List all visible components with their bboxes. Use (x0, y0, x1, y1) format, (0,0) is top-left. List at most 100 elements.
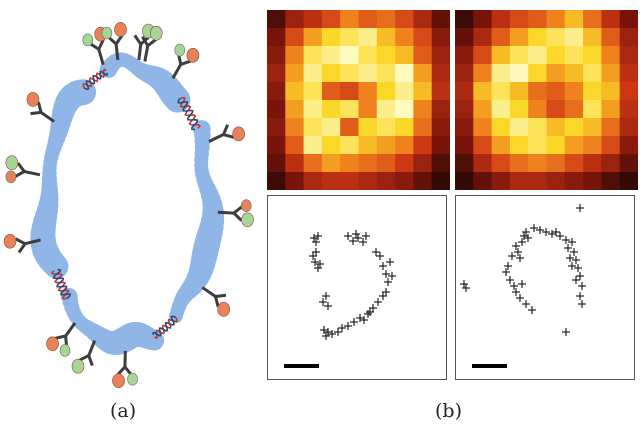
localization-marker (576, 272, 584, 280)
heatmap-pixel (619, 118, 638, 137)
heatmap-pixel (285, 172, 305, 190)
heatmap-pixel (395, 46, 414, 65)
localization-marker (562, 236, 570, 244)
heatmap-pixel (358, 82, 378, 101)
heatmap-right (455, 10, 638, 190)
heatmap-pixel (376, 136, 396, 155)
heatmap-pixel (455, 118, 474, 137)
heatmap-pixel (413, 46, 433, 65)
localization-marker (508, 252, 516, 260)
heatmap-pixel (376, 100, 396, 119)
fluorophore (46, 336, 59, 352)
heatmap-pixel (455, 46, 474, 65)
localization-marker (338, 324, 346, 332)
heatmap-pixel (491, 136, 511, 155)
heatmap-pixel (546, 136, 566, 155)
heatmap-pixel (564, 46, 584, 65)
fluorophore (26, 92, 40, 107)
heatmap-pixel (564, 64, 584, 83)
heatmap-pixel (473, 28, 493, 47)
heatmap-pixel (455, 154, 474, 173)
heatmap-pixel (619, 100, 638, 119)
heatmap-pixel (546, 118, 566, 137)
scatter-left-plot (284, 230, 396, 368)
heatmap-pixel (564, 10, 584, 29)
heatmap-pixel (509, 28, 529, 47)
fluorophore (241, 212, 254, 228)
heatmap-pixel (509, 10, 529, 29)
localization-marker (514, 248, 522, 256)
heatmap-pixel (491, 28, 511, 47)
heatmap-pixel (431, 172, 450, 190)
heatmap-pixel (473, 64, 493, 83)
antibody (3, 233, 41, 254)
localization-marker (379, 292, 387, 300)
localization-marker (312, 248, 320, 256)
localization-marker (316, 260, 324, 268)
localization-marker (520, 232, 528, 240)
heatmap-pixel (267, 100, 286, 119)
localization-marker (360, 316, 368, 324)
localization-marker (568, 238, 576, 246)
heatmap-pixel (455, 136, 474, 155)
antibody-ring-diagram (3, 22, 254, 389)
scatter-left (267, 195, 447, 380)
heatmap-pixel (413, 28, 433, 47)
localization-marker (512, 288, 520, 296)
heatmap-pixel (431, 100, 450, 119)
localization-marker (528, 306, 536, 314)
heatmap-pixel (619, 172, 638, 190)
heatmap-pixel (358, 46, 378, 65)
fluorophore (112, 373, 125, 389)
heatmap-pixel (395, 100, 414, 119)
localization-marker (372, 248, 380, 256)
heatmap-pixel (285, 136, 305, 155)
heatmap-pixel (376, 64, 396, 83)
heatmap-pixel (321, 136, 341, 155)
fluorophore (217, 302, 230, 317)
heatmap-pixel (376, 118, 396, 137)
heatmap-pixel (358, 154, 378, 173)
heatmap-pixel (546, 100, 566, 119)
heatmap-pixel (601, 100, 621, 119)
fluorophore (149, 25, 163, 41)
heatmap-pixel (303, 28, 323, 47)
heatmap-pixel (358, 118, 378, 137)
heatmap-pixel (358, 136, 378, 155)
heatmap-pixel (321, 118, 341, 137)
fluorophore (82, 33, 94, 47)
heatmap-pixel (564, 82, 584, 101)
heatmap-pixel (491, 46, 511, 65)
antibody (171, 43, 200, 80)
heatmap-pixel (431, 28, 450, 47)
localization-marker (502, 268, 510, 276)
heatmap-pixel (473, 136, 493, 155)
heatmap-pixel (619, 10, 638, 29)
heatmap-pixel (321, 64, 341, 83)
heatmap-pixel (455, 28, 474, 47)
heatmap-pixel (267, 136, 286, 155)
localization-marker (568, 262, 576, 270)
localization-marker (312, 238, 320, 246)
fluorophore (101, 26, 113, 40)
heatmap-pixel (321, 10, 341, 29)
localization-marker (344, 322, 352, 330)
heatmap-pixel (321, 28, 341, 47)
heatmap-pixel (431, 10, 450, 29)
heatmap-pixel (321, 154, 341, 173)
heatmap-pixel (285, 46, 305, 65)
heatmap-pixel (491, 118, 511, 137)
heatmap-pixel (509, 46, 529, 65)
heatmap-pixel (528, 118, 547, 137)
fluorophore (3, 233, 17, 249)
localization-marker (356, 314, 364, 322)
heatmap-pixel (528, 46, 547, 65)
heatmap-pixel (546, 64, 566, 83)
heatmap-pixel (395, 136, 414, 155)
heatmap-pixel (509, 172, 529, 190)
heatmap-pixel (528, 10, 547, 29)
fluorophore (114, 22, 127, 37)
heatmap-pixel (395, 64, 414, 83)
heatmap-pixel (285, 82, 305, 101)
fluorophore (5, 170, 17, 184)
